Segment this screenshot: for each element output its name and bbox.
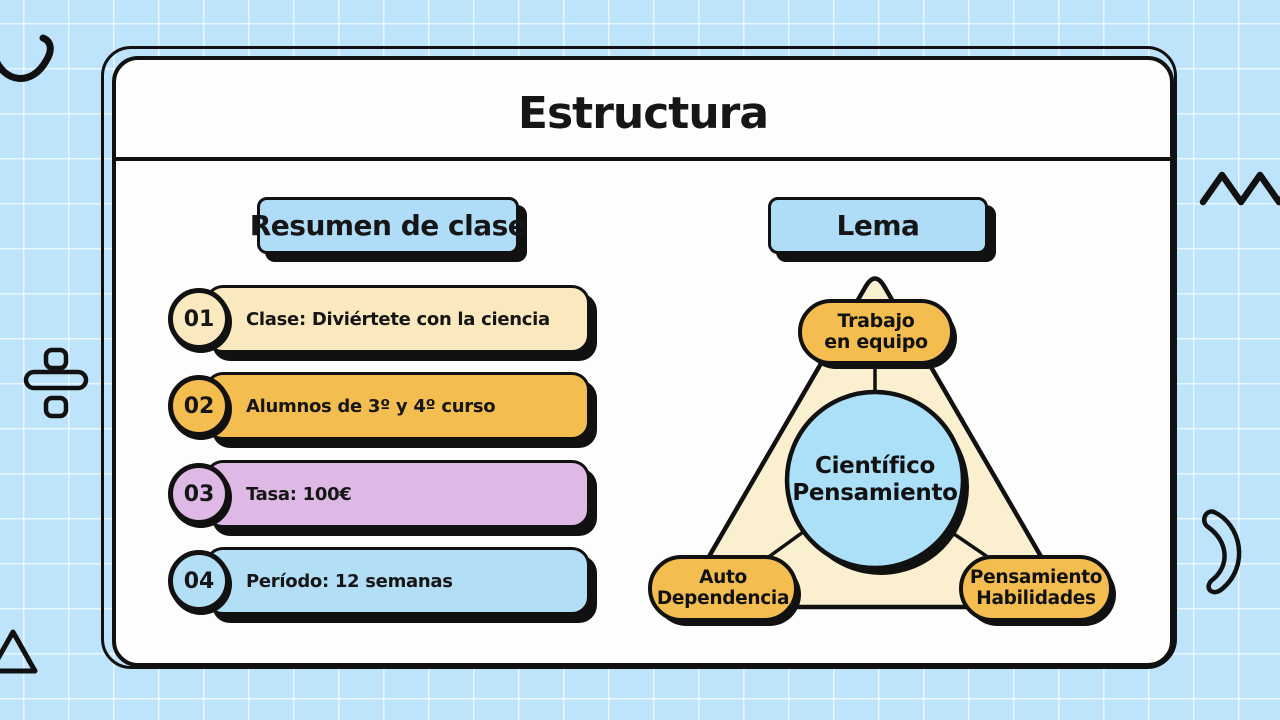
top-node-label: Trabajo en equipo (800, 301, 952, 363)
card-outer-outline (101, 46, 1177, 669)
center-node-line1: Científico (815, 452, 935, 479)
center-node-label: Científico Pensamiento (785, 434, 965, 526)
bottom-left-node-line2: Dependencia (656, 587, 790, 609)
bottom-right-node-line2: Habilidades (976, 587, 1096, 609)
pill-shapes (648, 299, 1113, 622)
title-bar: Estructura (116, 70, 1170, 156)
list-item-2: 02 Alumnos de 3º y 4º curso (168, 372, 590, 440)
item-number-badge: 01 (168, 288, 230, 350)
list-item-3: 03 Tasa: 100€ (168, 460, 590, 528)
item-text: Tasa: 100€ (246, 483, 352, 505)
page-title: Estructura (517, 87, 769, 139)
bottom-right-pill (959, 555, 1113, 622)
top-node-line1: Trabajo (837, 309, 915, 332)
item-number-badge: 02 (168, 375, 230, 437)
center-node-line2: Pensamiento (792, 480, 958, 506)
triangle-outline-icon (0, 629, 38, 674)
list-item-1: 01 Clase: Diviértete con la ciencia (168, 285, 590, 353)
zigzag-icon (1199, 171, 1280, 206)
list-item-4: 04 Período: 12 semanas (168, 547, 590, 615)
bottom-right-node-line1: Pensamiento (969, 566, 1103, 588)
center-circle (784, 389, 966, 571)
item-text: Período: 12 semanas (246, 570, 453, 592)
item-text: Alumnos de 3º y 4º curso (246, 395, 496, 417)
bottom-left-node-label: Auto Dependencia (650, 557, 796, 620)
top-pill (798, 299, 954, 365)
top-node-line2: en equipo (824, 331, 928, 353)
moon-crescent-icon (1202, 509, 1242, 595)
item-number-badge: 03 (168, 463, 230, 525)
bottom-right-node-label: Pensamiento Habilidades (961, 557, 1111, 620)
bottom-left-node-line1: Auto (699, 566, 747, 588)
bottom-left-pill (648, 555, 798, 622)
item-text: Clase: Diviértete con la ciencia (246, 308, 550, 330)
title-divider (112, 157, 1174, 161)
item-number-badge: 04 (168, 550, 230, 612)
division-icon (23, 347, 89, 419)
crescent-icon (0, 34, 54, 82)
left-section-header: Resumen de clase (250, 197, 527, 254)
right-section-header: Lema (768, 197, 988, 254)
